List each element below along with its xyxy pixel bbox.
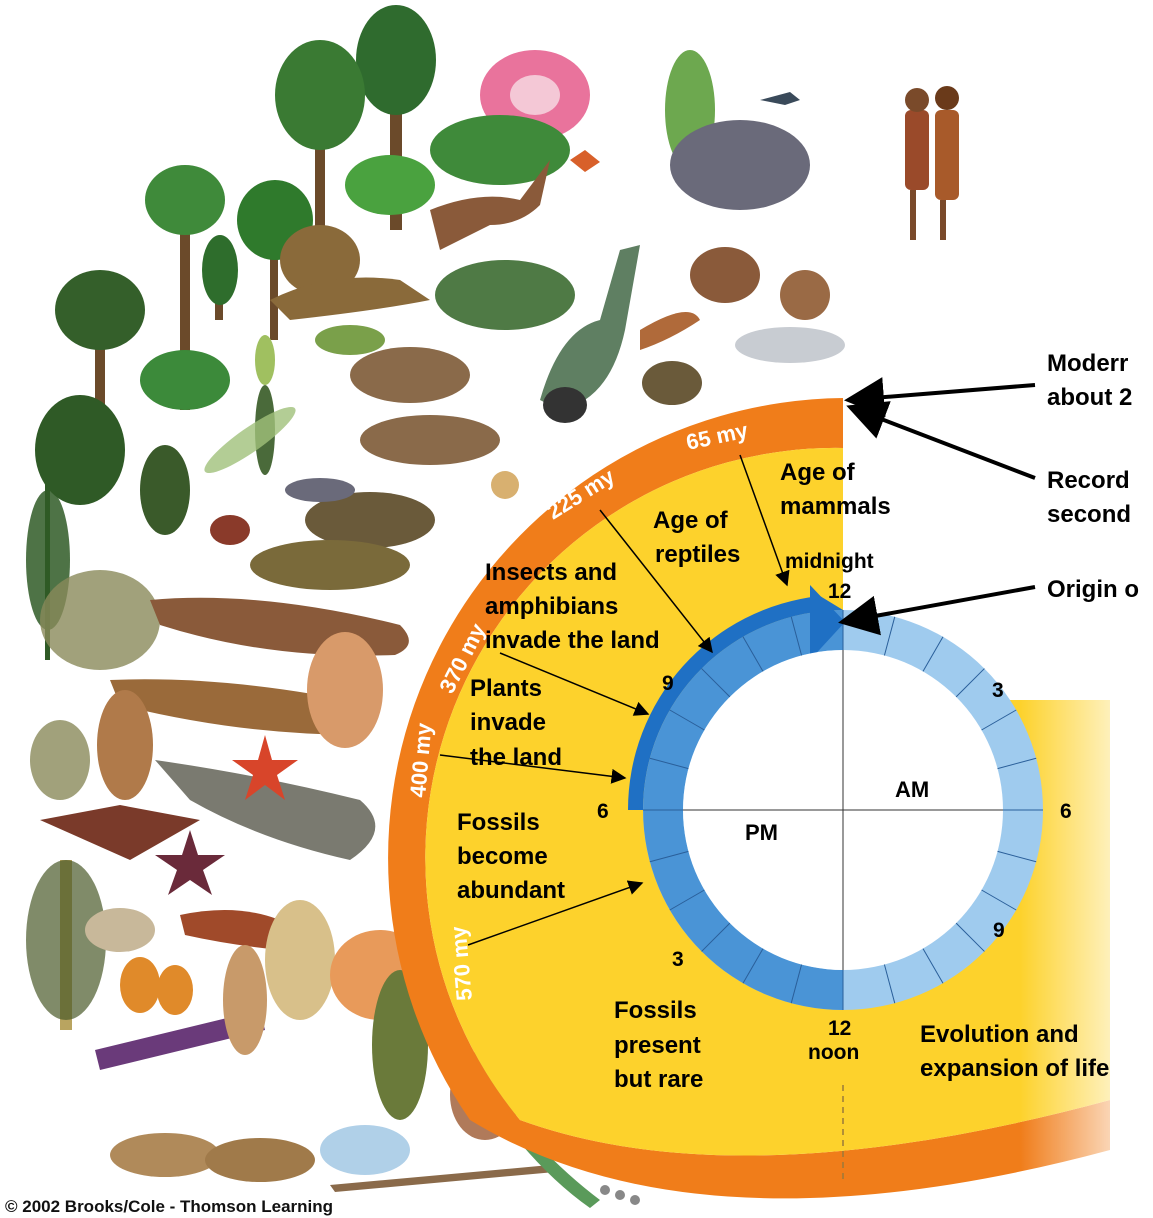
noon-label: noon bbox=[808, 1041, 859, 1064]
clock-pm-label: PM bbox=[745, 820, 778, 845]
clock-number-3-pm: 3 bbox=[672, 948, 684, 971]
arrow-modern bbox=[848, 385, 1035, 400]
clock-number-6-pm: 6 bbox=[597, 800, 609, 823]
label-plants-invade: Plants invade the land bbox=[470, 675, 562, 771]
copyright-text: © 2002 Brooks/Cole - Thomson Learning bbox=[5, 1197, 333, 1216]
clock-am-label: AM bbox=[895, 777, 929, 802]
arrow-record bbox=[850, 407, 1035, 478]
right-callouts: Moderr about 2 Record second Origin o bbox=[842, 350, 1139, 622]
label-origin: Origin o bbox=[1047, 576, 1139, 603]
label-record: Record second bbox=[1047, 467, 1136, 528]
tree-icon bbox=[55, 5, 436, 480]
arrow-origin bbox=[842, 587, 1035, 622]
human-icon bbox=[905, 86, 959, 240]
midnight-label: midnight bbox=[785, 550, 874, 573]
midnight-number: 12 bbox=[828, 580, 851, 603]
clock-number-6-am: 6 bbox=[1060, 800, 1072, 823]
label-fossils-rare: Fossils present but rare bbox=[614, 997, 707, 1093]
label-modern: Moderr about 2 bbox=[1047, 350, 1135, 411]
clock-number-9-am: 9 bbox=[993, 919, 1005, 942]
clock-number-3-am: 3 bbox=[992, 679, 1004, 702]
clock-number-9-pm: 9 bbox=[662, 672, 674, 695]
yellow-fade bbox=[1020, 690, 1153, 1218]
noon-number: 12 bbox=[828, 1017, 851, 1040]
spiral-clock bbox=[388, 398, 1153, 1218]
